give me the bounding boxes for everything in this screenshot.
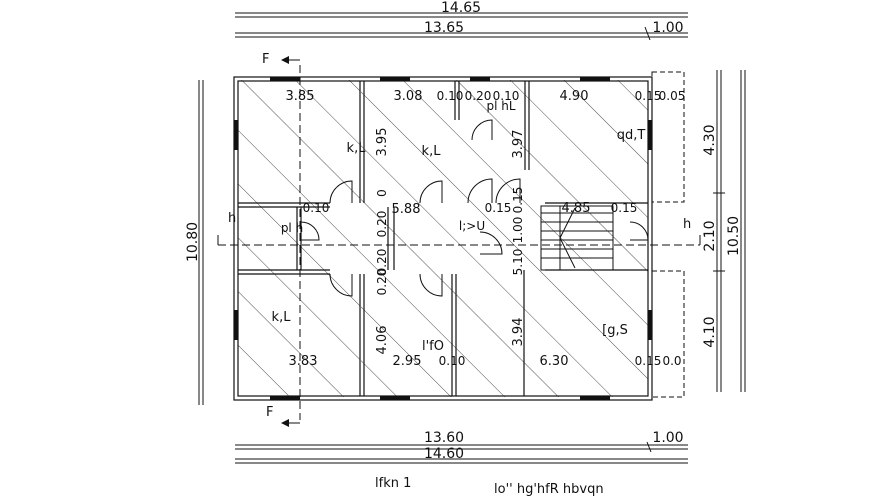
room-label: 0.20 — [375, 249, 389, 276]
dim-top-total: 14.65 — [441, 0, 481, 16]
room-label: 2.95 — [393, 354, 422, 369]
room-label: 3.08 — [394, 89, 423, 104]
room-label: 0.0 — [662, 354, 681, 368]
room-label: 0.15 — [611, 201, 638, 215]
room-label: l'fO — [422, 339, 444, 354]
room-label: 0.15 — [485, 201, 512, 215]
room-label: 3.83 — [289, 354, 318, 369]
room-label: 0 — [375, 189, 389, 197]
dim-right-c: 4.10 — [702, 316, 718, 347]
room-label: 5.10 — [511, 249, 525, 276]
walls — [233, 76, 653, 401]
section-mark-right: h — [683, 217, 691, 232]
bottom-dimension-lines — [235, 441, 688, 464]
room-label: 3.85 — [286, 89, 315, 104]
room-label: qd,T — [617, 128, 646, 143]
dim-top-extra: 1.00 — [652, 20, 683, 36]
dim-right-a: 4.30 — [702, 124, 718, 155]
dim-bottom-extra: 1.00 — [652, 430, 683, 446]
dim-bottom-main: 13.60 — [424, 430, 464, 446]
room-label: k,L — [272, 310, 292, 325]
section-mark-bottom: F — [266, 405, 273, 420]
room-label: 1.00 — [511, 217, 525, 244]
hatched-rooms — [238, 80, 648, 397]
room-label: 0.20 — [375, 269, 389, 296]
staircase — [540, 205, 614, 271]
room-label: 0.10 — [437, 89, 464, 103]
room-label: 0.20 — [375, 211, 389, 238]
room-label: pl h — [281, 221, 303, 235]
room-label: 5.88 — [392, 202, 421, 217]
section-arrows — [217, 56, 701, 427]
top-dimension-lines — [235, 12, 688, 41]
caption-left: lfkn 1 — [375, 476, 411, 491]
room-label: 4.85 — [562, 201, 591, 216]
room-label: pl hL — [486, 99, 515, 113]
room-label: 0.10 — [493, 89, 520, 103]
dim-bottom-total: 14.60 — [424, 446, 464, 462]
room-label: [g,S — [602, 323, 628, 338]
right-dimension-lines — [713, 70, 746, 392]
dim-right-b: 2.10 — [702, 220, 718, 251]
left-dimension-lines — [198, 80, 204, 405]
room-label: 0.10 — [439, 354, 466, 368]
dim-right-total: 10.50 — [726, 216, 742, 256]
room-label: 0.15 — [635, 354, 662, 368]
room-label: 6.30 — [540, 354, 569, 369]
windows — [234, 77, 652, 400]
room-label: 0.15 — [511, 187, 525, 214]
room-label: 0.10 — [303, 201, 330, 215]
room-label: 3.94 — [511, 318, 526, 347]
room-label: k,L — [422, 144, 442, 159]
room-label: 3.97 — [511, 130, 526, 159]
section-mark-left: h — [228, 211, 236, 226]
room-label: 0.20 — [465, 89, 492, 103]
room-label: k,L — [347, 141, 367, 156]
room-label: 3.95 — [375, 128, 390, 157]
section-mark-top: F — [262, 52, 269, 67]
dim-left-total: 10.80 — [185, 222, 201, 262]
room-label: 4.90 — [560, 89, 589, 104]
caption-right: lo'' hg'hfR hbvqn — [494, 482, 604, 497]
room-label: l;>U — [459, 219, 485, 233]
room-label: 4.06 — [375, 326, 390, 355]
doors — [300, 119, 649, 297]
room-label: 0.15 — [635, 89, 662, 103]
room-label: 0.05 — [659, 89, 686, 103]
dim-top-main: 13.65 — [424, 20, 464, 36]
